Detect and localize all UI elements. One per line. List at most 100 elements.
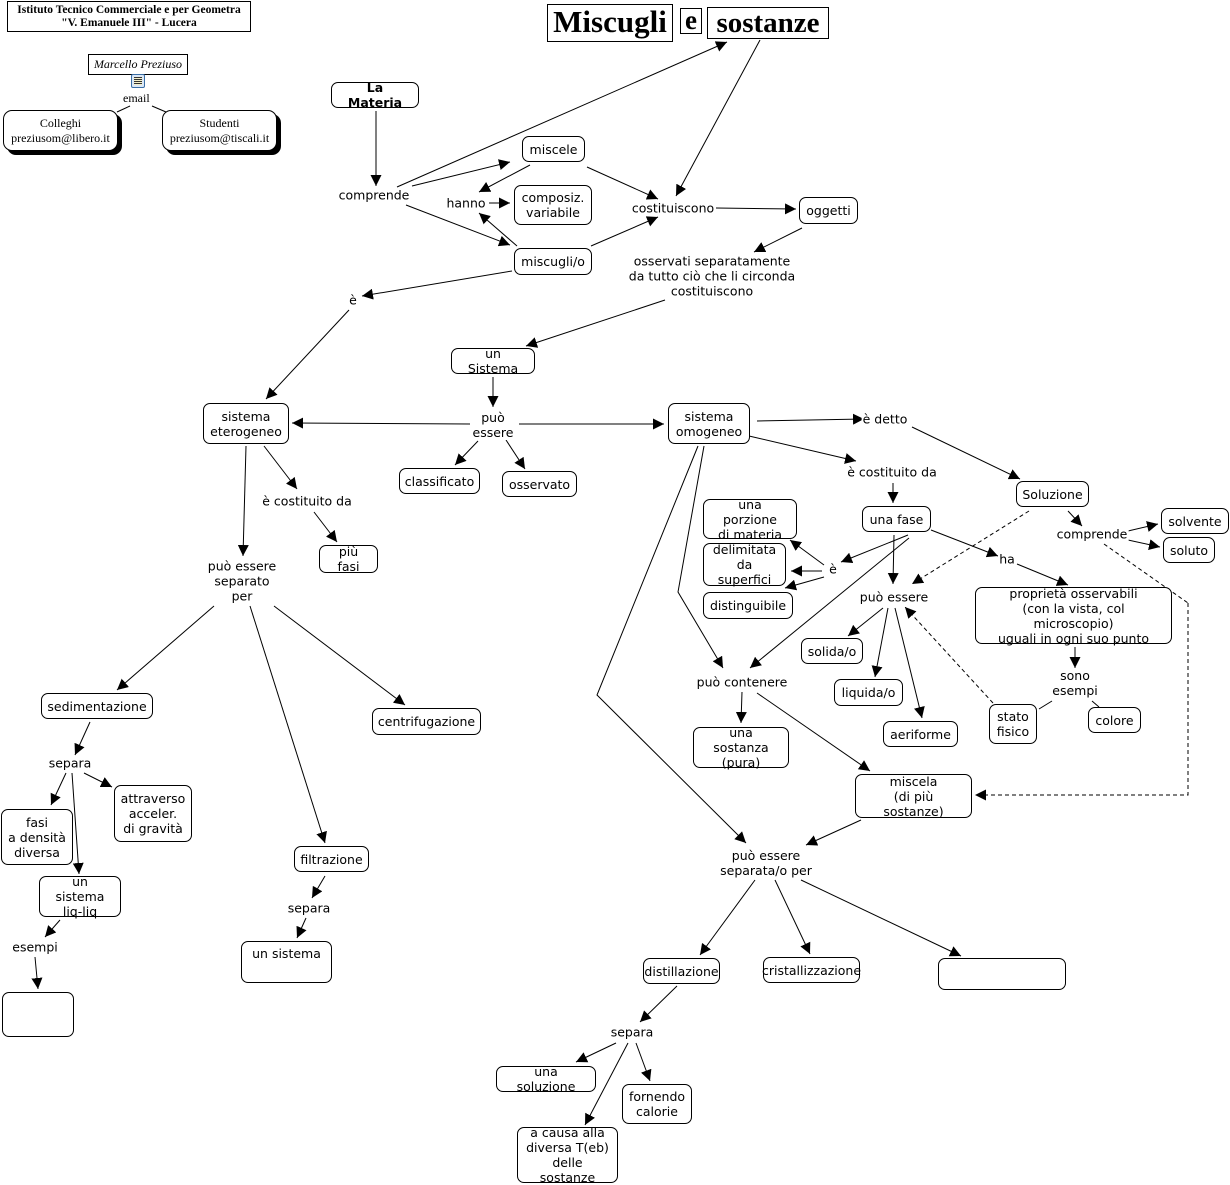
connector-4	[411, 159, 511, 187]
link-e-costituito-da-2[interactable]: è costituito da	[846, 464, 938, 480]
connector-27	[273, 605, 406, 706]
connector-43	[784, 576, 825, 591]
link-e-detto[interactable]: è detto	[861, 411, 909, 427]
concept-proprieta-osservabili[interactable]: proprietà osservabili (con la vista, col…	[975, 586, 1172, 646]
connector-54	[1038, 700, 1053, 710]
concept-colore[interactable]: colore	[1088, 707, 1141, 733]
connector-72	[635, 1042, 652, 1082]
concept-liquida[interactable]: liquida/o	[834, 679, 903, 706]
concept-sedimentazione[interactable]: sedimentazione	[41, 693, 153, 719]
concept-a-causa-diversa-teb[interactable]: a causa alla diversa T(eb) delle sostanz…	[517, 1125, 618, 1185]
concept-una-porzione-di-materia[interactable]: una porzione di materia	[703, 497, 797, 542]
connector-69	[639, 985, 678, 1023]
connector-3	[396, 41, 728, 188]
concept-cristallizzazione[interactable]: cristallizzazione	[762, 957, 861, 983]
concept-attraverso-acceler-gravita[interactable]: attraverso acceler. di gravità	[114, 785, 192, 842]
connector-47	[1067, 510, 1083, 527]
connector-38	[748, 435, 857, 464]
title-e: e	[680, 7, 702, 34]
concept-distillazione[interactable]: distillazione	[643, 958, 720, 984]
link-puo-contenere[interactable]: può contenere	[695, 674, 789, 690]
concept-un-sistema[interactable]: un Sistema	[451, 346, 535, 376]
concept-empty-example[interactable]	[2, 992, 74, 1037]
connector-62	[749, 537, 910, 669]
link-puo-essere-fase[interactable]: può essere	[858, 589, 930, 605]
connector-48	[1127, 521, 1159, 532]
concept-sistema-eterogeneo[interactable]: sistema eterogeneo	[203, 403, 289, 444]
link-osservati-separatamente[interactable]: osservati separatamente da tutto ciò che…	[627, 253, 797, 299]
connector-13	[753, 227, 803, 253]
concept-piu-fasi[interactable]: più fasi	[319, 544, 378, 574]
concept-fasi-a-densita-diversa[interactable]: fasi a densità diversa	[1, 809, 73, 865]
connector-12	[715, 203, 797, 215]
connector-70	[575, 1042, 617, 1063]
connector-1	[151, 105, 167, 113]
connector-16	[265, 309, 350, 400]
connector-63	[735, 691, 747, 724]
concept-solida[interactable]: solida/o	[801, 638, 863, 664]
concept-un-sistema-liq-liq[interactable]: un sistema liq-liq	[39, 874, 121, 919]
link-e-fase[interactable]: è	[828, 561, 838, 577]
concept-una-fase[interactable]: una fase	[862, 506, 931, 532]
school-name: Istituto Tecnico Commerciale e per Geome…	[7, 1, 251, 32]
concept-empty-method[interactable]	[938, 958, 1066, 990]
link-e[interactable]: è	[348, 292, 358, 308]
link-comprende[interactable]: comprende	[337, 187, 411, 203]
concept-osservato[interactable]: osservato	[502, 471, 577, 497]
concept-filtrazione[interactable]: filtrazione	[294, 846, 369, 872]
concept-un-sistema-filtrazione[interactable]: un sistema	[241, 941, 332, 983]
link-e-costituito-da[interactable]: è costituito da	[261, 493, 353, 509]
contact-colleghi[interactable]: Colleghi preziusom@libero.it	[3, 110, 118, 151]
connector-44	[887, 534, 899, 585]
connector-26	[249, 605, 327, 844]
connector-10	[590, 216, 659, 247]
title-sostanze: sostanze	[707, 7, 829, 39]
link-separa-sedimentazione[interactable]: separa	[47, 755, 93, 771]
link-separa-distillazione[interactable]: separa	[609, 1024, 655, 1040]
concept-stato-fisico[interactable]: stato fisico	[989, 704, 1037, 744]
link-puo-essere-separata-per[interactable]: può essere separata/o per	[719, 848, 813, 878]
concept-delimitata-da-superfici[interactable]: delimitata da superfici	[703, 542, 786, 587]
concept-miscele[interactable]: miscele	[522, 136, 585, 162]
link-puo-essere[interactable]: può essere	[471, 410, 515, 440]
connector-66	[699, 879, 756, 956]
concept-una-sostanza-pura[interactable]: una sostanza (pura)	[693, 725, 789, 770]
connector-41	[789, 539, 825, 566]
link-hanno[interactable]: hanno	[445, 195, 487, 211]
concept-classificato[interactable]: classificato	[399, 468, 480, 494]
connector-67	[774, 879, 811, 955]
title-miscugli: Miscugli	[547, 4, 673, 42]
connector-25	[116, 605, 215, 691]
concept-miscugli[interactable]: miscugli/o	[514, 248, 592, 275]
link-puo-essere-separato-per[interactable]: può essere separato per	[206, 558, 278, 604]
email-document-icon[interactable]	[131, 74, 145, 88]
link-sono-esempi[interactable]: sono esempi	[1051, 668, 1099, 698]
concept-soluto[interactable]: soluto	[1163, 537, 1215, 563]
link-ha[interactable]: ha	[998, 551, 1016, 567]
concept-composizione-variabile[interactable]: composiz. variabile	[514, 185, 592, 225]
link-costituiscono[interactable]: costituiscono	[630, 200, 716, 216]
concept-solvente[interactable]: solvente	[1161, 508, 1229, 534]
link-comprende-soluzione[interactable]: comprende	[1055, 526, 1129, 542]
link-separa-filtrazione[interactable]: separa	[286, 900, 332, 916]
contact-studenti[interactable]: Studenti preziusom@tiscali.it	[162, 110, 277, 151]
connector-0	[116, 105, 131, 113]
connector-33	[31, 956, 43, 990]
connector-24	[237, 445, 249, 557]
connector-15	[361, 270, 513, 300]
concept-soluzione[interactable]: Soluzione	[1016, 481, 1089, 507]
concept-fornendo-calorie[interactable]: fornendo calorie	[622, 1084, 692, 1124]
concept-oggetti[interactable]: oggetti	[799, 197, 858, 224]
concept-aeriforme[interactable]: aeriforme	[883, 721, 958, 747]
concept-una-soluzione[interactable]: una soluzione	[496, 1064, 596, 1094]
concept-sistema-omogeneo[interactable]: sistema omogeneo	[668, 403, 750, 444]
concept-miscela[interactable]: miscela (di più sostanze)	[855, 774, 972, 819]
link-esempi[interactable]: esempi	[11, 939, 59, 955]
concept-la-materia[interactable]: La Materia	[331, 80, 419, 110]
connector-36	[756, 413, 865, 425]
email-label: email	[123, 91, 150, 105]
concept-centrifugazione[interactable]: centrifugazione	[372, 708, 481, 735]
concept-distinguibile[interactable]: distinguibile	[703, 592, 793, 619]
